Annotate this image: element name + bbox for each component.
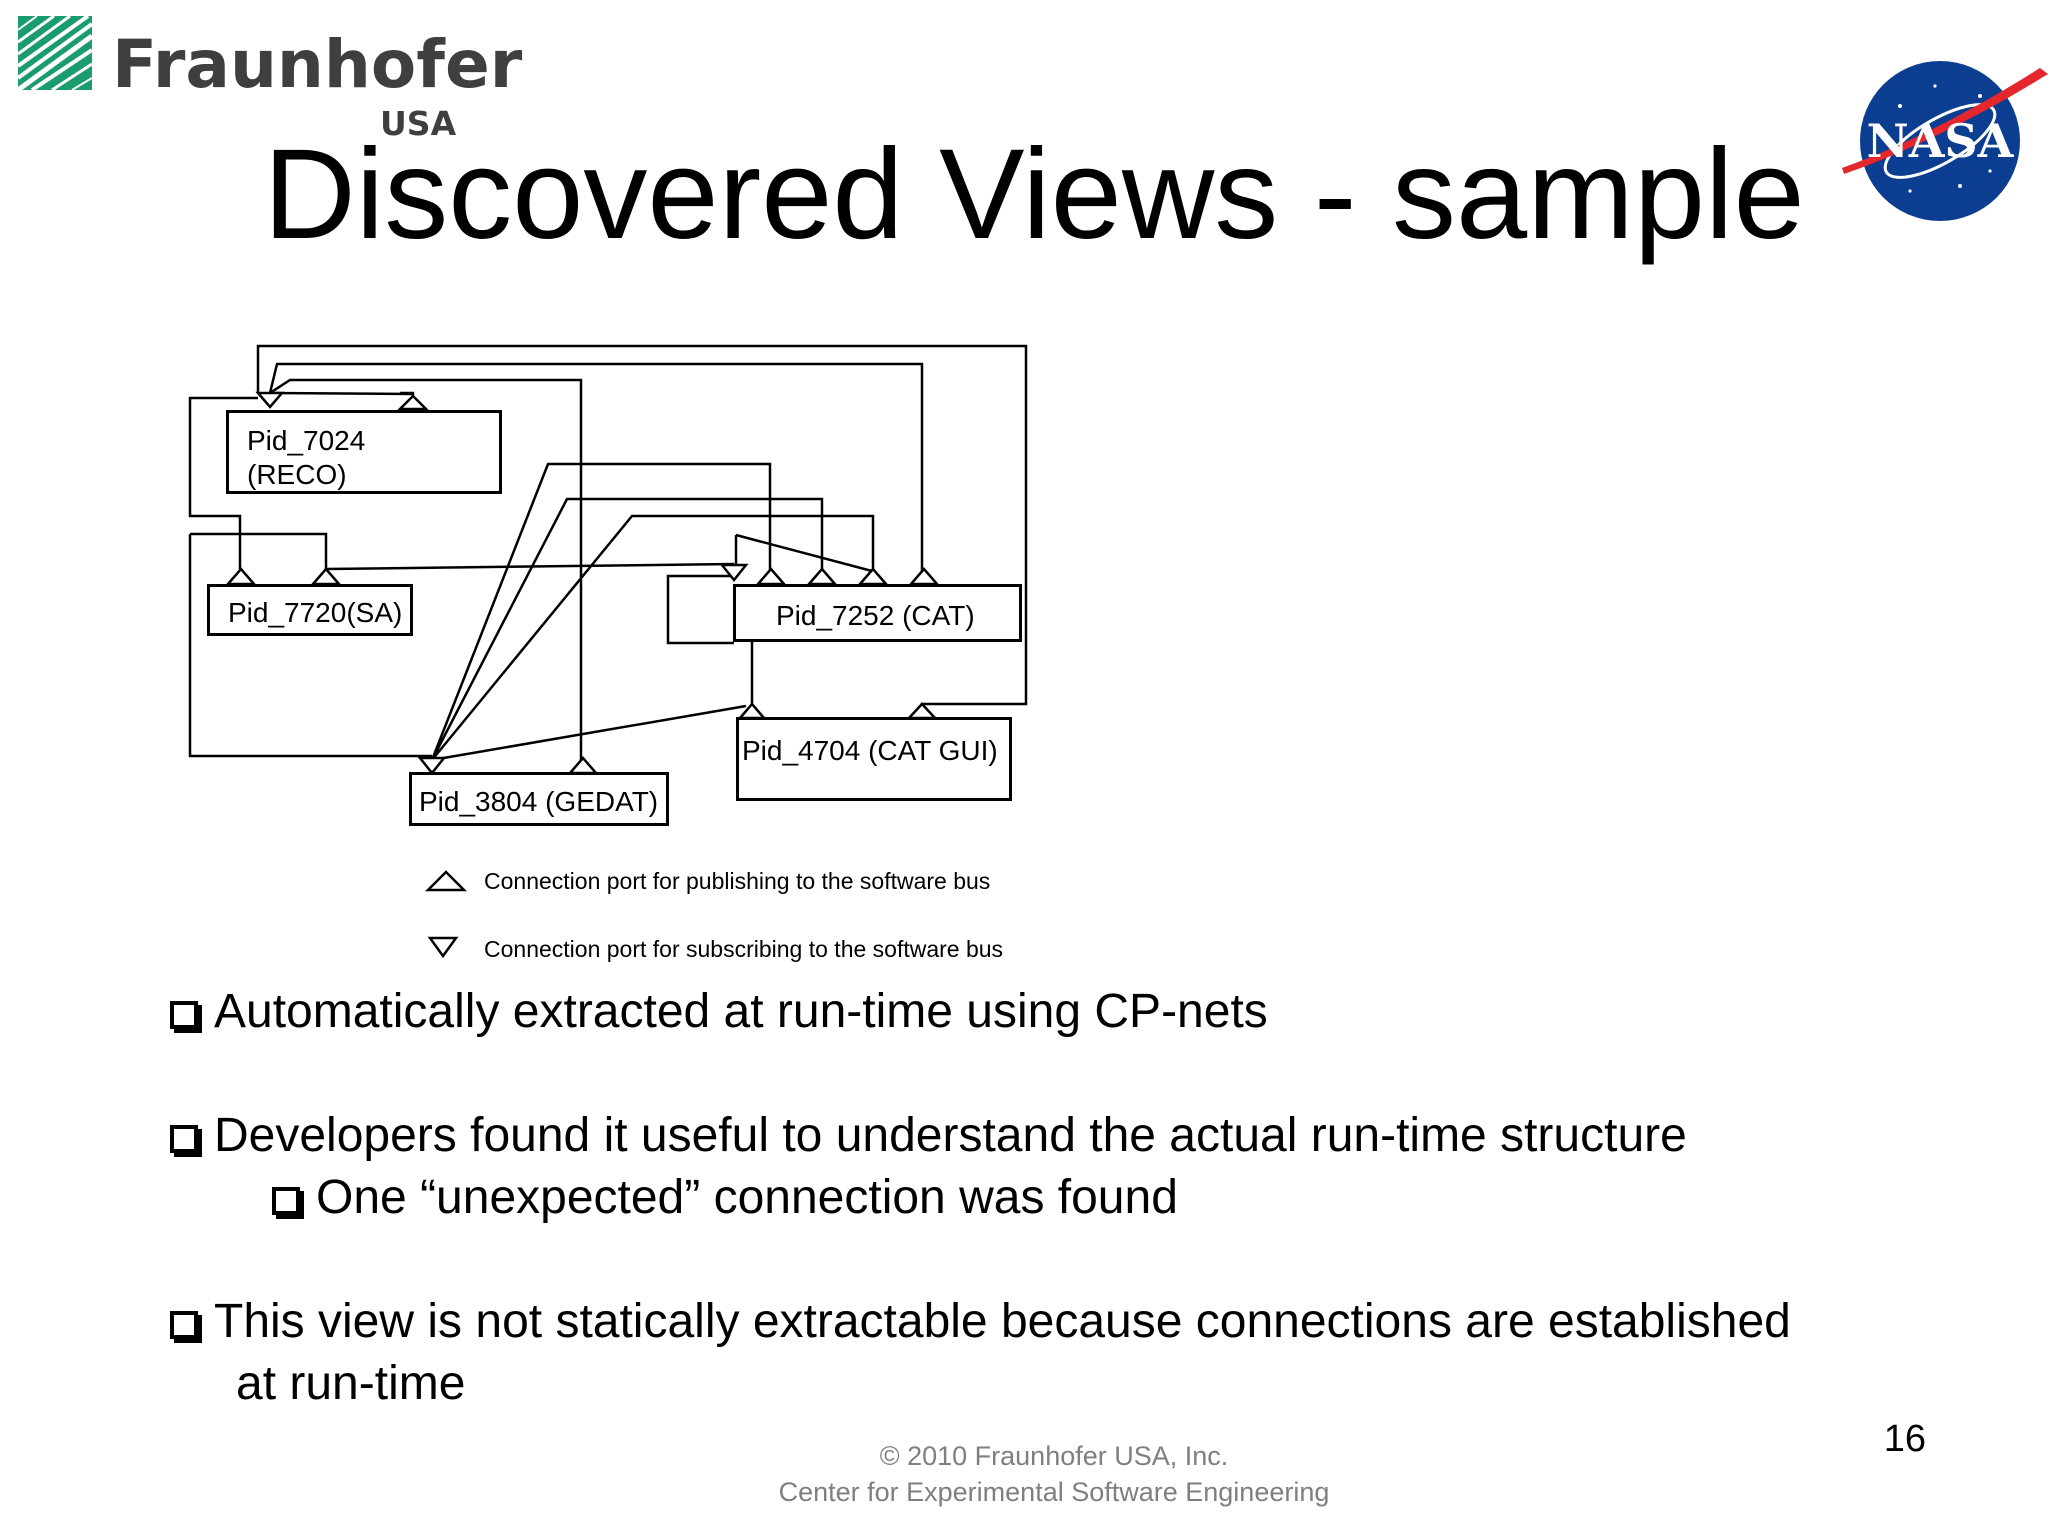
publish-port	[806, 567, 838, 586]
publish-port	[908, 567, 940, 586]
node-gedat: Pid_3804 (GEDAT)	[409, 772, 669, 826]
slide-title: Discovered Views - sample	[263, 123, 1805, 266]
checkbox-bullet-icon	[170, 1001, 198, 1029]
bullet-2-sub: One “unexpected” connection was found	[272, 1168, 1178, 1228]
node-reco-label: (RECO)	[247, 459, 347, 490]
publish-port	[857, 567, 889, 586]
node-reco-id: Pid_7024	[247, 425, 366, 456]
fraunhofer-wordmark: Fraunhofer	[112, 26, 523, 103]
bullet-2-text: Developers found it useful to understand…	[214, 1109, 1687, 1162]
bullet-1: Automatically extracted at run-time usin…	[170, 982, 1268, 1042]
node-cat-gui: Pid_4704 (CAT GUI)	[736, 717, 1012, 801]
subscribe-port	[719, 563, 749, 583]
nasa-wordmark: NASA	[1867, 114, 2015, 168]
bullet-3-text: This view is not statically extractable …	[214, 1295, 1791, 1348]
bullet-3-continuation: at run-time	[236, 1357, 466, 1410]
subscribe-port	[255, 391, 285, 409]
fraunhofer-stripes-icon	[18, 16, 92, 90]
node-reco: Pid_7024 (RECO)	[226, 410, 502, 494]
connection-diagram	[188, 344, 1028, 959]
bullet-3: This view is not statically extractable …	[170, 1292, 1791, 1352]
checkbox-bullet-icon	[272, 1187, 300, 1215]
node-sa: Pid_7720(SA)	[207, 584, 413, 636]
bullet-1-text: Automatically extracted at run-time usin…	[214, 985, 1268, 1038]
footer-copyright: © 2010 Fraunhofer USA, Inc.	[879, 1441, 1229, 1471]
legend-publish-text: Connection port for publishing to the so…	[484, 868, 991, 894]
legend-subscribe-icon	[427, 936, 459, 959]
subscribe-port	[417, 756, 447, 776]
footer-center-name: Center for Experimental Software Enginee…	[778, 1477, 1330, 1507]
publish-port	[906, 702, 938, 720]
publish-port	[310, 567, 342, 586]
node-cat: Pid_7252 (CAT)	[733, 584, 1022, 642]
checkbox-bullet-icon	[170, 1125, 198, 1153]
publish-port	[755, 567, 787, 586]
bullet-2-sub-text: One “unexpected” connection was found	[316, 1171, 1178, 1224]
publish-port	[225, 567, 257, 586]
fraunhofer-usa-label: USA	[380, 104, 457, 143]
publish-port	[396, 394, 430, 411]
publish-port	[567, 756, 599, 775]
page-number: 16	[1883, 1418, 1926, 1460]
checkbox-bullet-icon	[170, 1311, 198, 1339]
legend-subscribe-text: Connection port for subscribing to the s…	[484, 936, 1004, 962]
nasa-meatball-icon: NASA	[1842, 61, 2048, 221]
bullet-2: Developers found it useful to understand…	[170, 1106, 1687, 1166]
legend-publish-icon	[424, 870, 468, 892]
